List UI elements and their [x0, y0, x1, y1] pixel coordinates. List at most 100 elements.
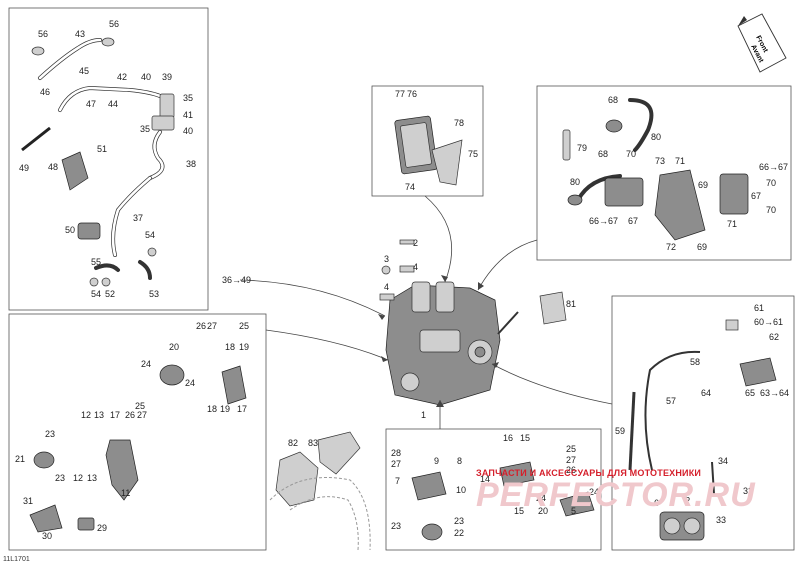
part-number-label: 35 [140, 124, 150, 134]
part-number-label: 42 [117, 72, 127, 82]
part-number-label: 71 [675, 156, 685, 166]
ignition-parts [562, 98, 749, 241]
connector [725, 319, 739, 331]
coil-bracket [654, 169, 706, 241]
part-number-label: 49 [19, 163, 29, 173]
part-number-label: 25 [135, 401, 145, 411]
heat-shield [317, 431, 361, 475]
fender-outline [269, 477, 371, 551]
part-number-label: 20 [538, 506, 548, 516]
clamp [31, 46, 45, 56]
part-number-label: 58 [690, 357, 700, 367]
part-number-label: 31 [23, 496, 33, 506]
throttle-parts [628, 319, 777, 541]
part-number-label: 64 [701, 388, 711, 398]
clamp [101, 37, 115, 47]
part-number-label: 45 [79, 66, 89, 76]
part-number-label: 69 [697, 242, 707, 252]
part-number-label: 60→61 [754, 317, 783, 327]
part-number-label: 23 [454, 516, 464, 526]
part-number-label: 62 [769, 332, 779, 342]
part-number-label: 27 [391, 459, 401, 469]
watermark: ЗАПЧАСТИ И АКСЕССУАРЫ ДЛЯ МОТОТЕХНИКИ PE… [476, 468, 796, 515]
part-number-label: 2 [413, 238, 418, 248]
part-number-label: 43 [75, 29, 85, 39]
arrow-ignition [477, 239, 538, 291]
part-number-label: 66→67 [589, 216, 618, 226]
heat-shield [275, 451, 319, 507]
part-number-label: 50 [65, 225, 75, 235]
ecm-parts [394, 115, 463, 186]
main-hose [111, 176, 152, 257]
cooling-section-box [8, 7, 209, 311]
mount-section-box [385, 428, 602, 551]
part-number-label: 65 [745, 388, 755, 398]
connector-arrows [239, 195, 613, 429]
part-number-label: 16 [503, 433, 513, 443]
spark-plug [562, 129, 571, 161]
clamp [89, 277, 99, 287]
ignition-wire [628, 98, 654, 152]
part-number-label: 52 [105, 289, 115, 299]
part-number-label: 70 [766, 178, 776, 188]
part-number-label: 59 [615, 426, 625, 436]
wrench-tool [399, 239, 415, 245]
part-number-label: 80 [651, 132, 661, 142]
part-number-label: 38 [186, 159, 196, 169]
part-number-label: 26 [125, 410, 135, 420]
part-number-label: 27 [207, 321, 217, 331]
part-number-label: 17 [237, 404, 247, 414]
part-number-label: 18 [225, 342, 235, 352]
sensor-housing [159, 93, 175, 119]
part-number-label: 15 [514, 506, 524, 516]
watermark-tagline: ЗАПЧАСТИ И АКСЕССУАРЫ ДЛЯ МОТОТЕХНИКИ [476, 468, 702, 478]
part-number-label: 30 [42, 531, 52, 541]
part-number-label: 48 [48, 162, 58, 172]
mount-bracket [559, 491, 595, 517]
part-number-label: 73 [655, 156, 665, 166]
bracket [61, 151, 89, 191]
part-number-label: 24 [185, 378, 195, 388]
part-number-label: 23 [391, 521, 401, 531]
clamp [101, 277, 111, 287]
mount-pad [77, 517, 95, 531]
ecm-section-box [371, 85, 484, 197]
part-number-label: 68 [608, 95, 618, 105]
lower-mount-parts [411, 461, 595, 541]
throttle-cable [644, 350, 701, 471]
arrow-mounts [265, 329, 389, 361]
part-number-label: 54 [145, 230, 155, 240]
arrow-ecm [424, 195, 453, 283]
part-number-label: 44 [108, 99, 118, 109]
part-number-label: 66→67 [759, 162, 788, 172]
short-hose [138, 260, 152, 280]
mount-bracket [221, 365, 247, 405]
part-number-label: 54 [91, 289, 101, 299]
part-number-label: 26 [196, 321, 206, 331]
part-number-label: 3 [384, 254, 389, 264]
part-number-label: 33 [716, 515, 726, 525]
clamp [147, 247, 157, 257]
part-number-label: 74 [405, 182, 415, 192]
part-number-label: 41 [183, 110, 193, 120]
part-number-label: 20 [169, 342, 179, 352]
ignition-coil [604, 177, 644, 207]
part-number-label: 7 [395, 476, 400, 486]
part-number-label: 24 [589, 487, 599, 497]
part-number-label: 8 [457, 456, 462, 466]
part-number-label: 35 [183, 93, 193, 103]
spark-cap [605, 119, 623, 133]
mount-parts [29, 364, 247, 533]
engine-mount [33, 451, 55, 469]
engine-bracket [105, 439, 139, 501]
coolant-hose [38, 38, 102, 80]
part-number-label: 56 [109, 19, 119, 29]
fender-parts [269, 431, 371, 551]
short-hose [94, 263, 120, 272]
part-number-label: 27 [566, 455, 576, 465]
valve [77, 222, 101, 240]
engine-mount-section-box [8, 313, 267, 551]
